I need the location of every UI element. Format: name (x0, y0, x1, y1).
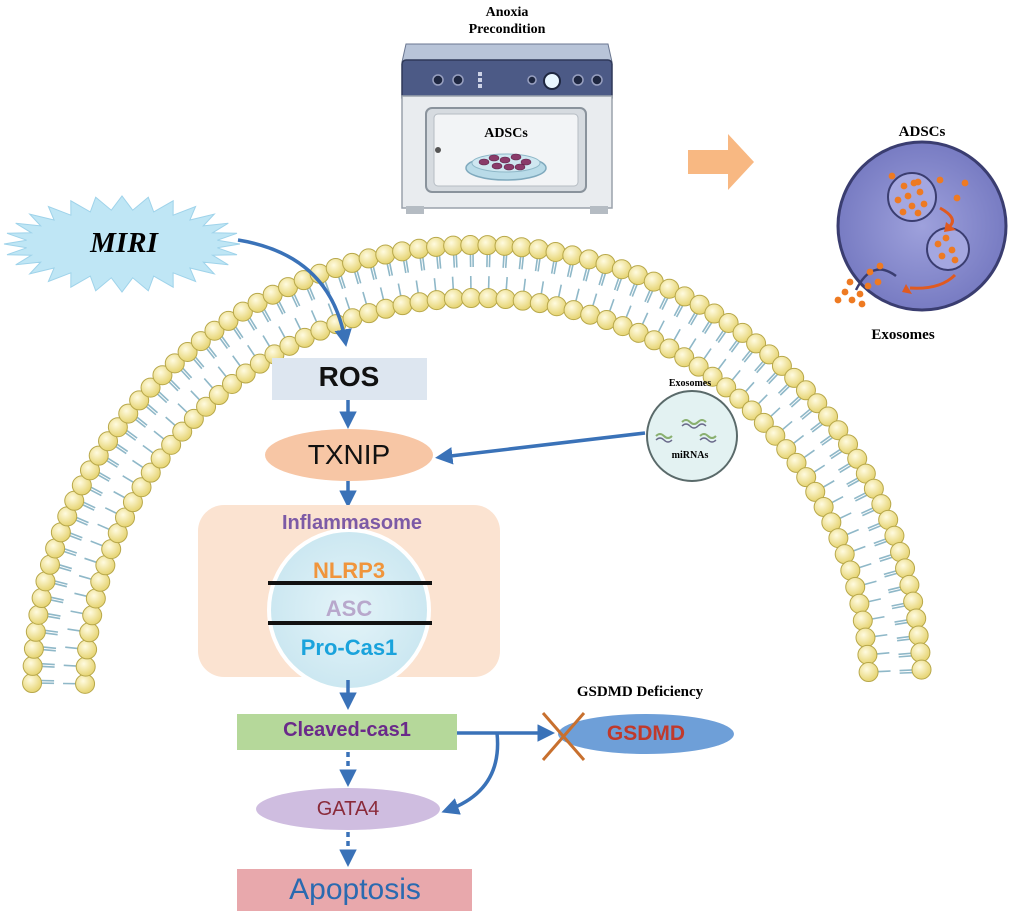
cleaved-cas1-box (237, 714, 457, 750)
incubator-icon (401, 43, 613, 214)
miri-burst (3, 195, 241, 293)
gsdmd-ellipse (558, 714, 734, 754)
incubator-title: Anoxia Precondition (469, 4, 546, 38)
big-arrow-icon (688, 134, 754, 190)
exosome-vesicles (834, 172, 969, 308)
txnip-label: TXNIP (307, 439, 391, 470)
cell-inset-exosomes-label: Exosomes (871, 327, 935, 343)
gata4-curved-arrow (441, 732, 500, 815)
gata4-ellipse (256, 788, 440, 830)
exosome-bubble (646, 390, 738, 482)
txnip-ellipse (265, 429, 433, 481)
ros-box (272, 358, 427, 400)
gsdmd-label: GSDMD (606, 722, 686, 745)
incubator-title-line1: Anoxia (485, 5, 529, 20)
inflammasome-title: Inflammasome (281, 512, 423, 534)
gsdmd-deficiency-label: GSDMD Deficiency (576, 684, 704, 700)
asc-label: ASC (325, 596, 373, 621)
miri-label: MIRI (90, 227, 158, 259)
apoptosis-box (237, 869, 472, 911)
incubator-title-line2: Precondition (468, 22, 546, 37)
cell-membrane (22, 235, 932, 694)
miri-arrow (237, 238, 352, 347)
nlrp3-label: NLRP3 (312, 558, 386, 583)
gata4-label: GATA4 (316, 798, 380, 820)
exosome-arrow (435, 431, 646, 465)
cleaved-cas1-label: Cleaved-cas1 (283, 719, 411, 741)
apoptosis-label: Apoptosis (289, 873, 421, 906)
mirna-label: miRNAs (671, 450, 709, 461)
cell-inset-title: ADSCs (898, 124, 946, 140)
ros-label: ROS (318, 361, 380, 392)
dish-label: ADSCs (484, 126, 528, 141)
procas1-label: Pro-Cas1 (300, 635, 398, 660)
exosome-bubble-title: Exosomes (668, 378, 712, 389)
adsc-cell-icon (834, 140, 1008, 312)
